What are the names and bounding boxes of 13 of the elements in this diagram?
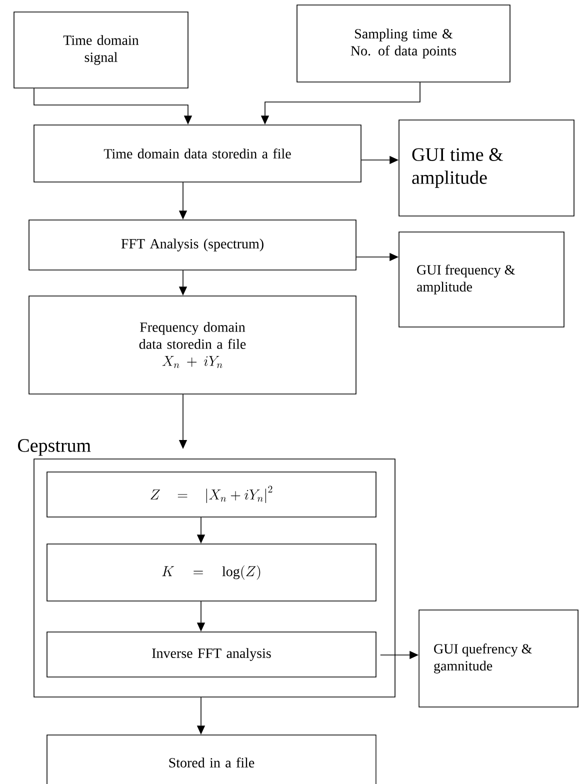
group-heading: Cepstrum [18, 439, 91, 456]
process-box: FFT Analysis (spectrum) [28, 220, 356, 270]
process-box: Inverse FFT analysis [46, 632, 376, 678]
output-box: GUI quefrency & gamnitude [418, 610, 578, 708]
input-box: Time domain signal [14, 12, 188, 88]
process-box: Frequency domain data storedin a file $X_n + iY_n$ [28, 296, 356, 394]
process-box: Stored in a file [46, 734, 376, 784]
process-box: $K = \log(Z)$ [46, 544, 376, 602]
process-box: $Z= \left|X_n+ iY_n\right|^2$ [46, 472, 376, 518]
output-box: GUI time & amplitude [398, 120, 574, 216]
output-box: GUI frequency & amplitude [398, 232, 564, 328]
input-box: Sampling time & No. of data points [296, 4, 510, 82]
process-box: Time domain data storedin a file [34, 124, 362, 182]
